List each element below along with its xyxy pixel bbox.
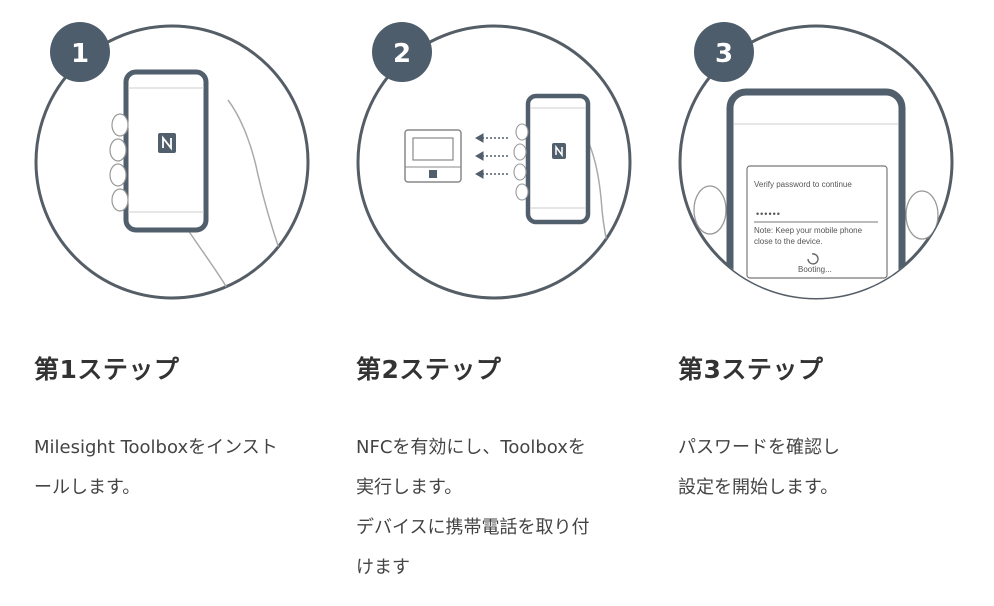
description-line: Milesight Toolboxをインスト xyxy=(34,437,278,458)
step-badge: 3 xyxy=(694,22,754,82)
step-1-illustration: 1 xyxy=(34,22,310,300)
step-description: パスワードを確認し 設定を開始します。 xyxy=(678,428,978,508)
step-2-illustration: 2 xyxy=(356,22,632,300)
nfc-icon xyxy=(158,133,176,153)
step-title: 第2ステップ xyxy=(356,355,502,384)
step-description: NFCを有効にし、Toolboxを 実行します。 デバイスに携帯電話を取り付 け… xyxy=(356,428,656,588)
arrow-icon xyxy=(474,133,510,179)
password-dialog: Verify password to continue •••••• Note:… xyxy=(746,165,888,279)
dialog-prompt: Verify password to continue xyxy=(754,180,852,189)
step-title: 第3ステップ xyxy=(678,355,824,384)
password-field: •••••• xyxy=(756,209,781,219)
description-line: NFCを有効にし、Toolboxを xyxy=(356,437,586,458)
dialog-note: Note: Keep your mobile phone xyxy=(754,226,863,235)
step-badge: 1 xyxy=(50,22,110,82)
device-icon xyxy=(404,129,462,183)
step-1: 1 第1ステップ Milesight Toolboxをインスト ールします。 xyxy=(28,0,348,606)
spinner-icon xyxy=(807,253,819,265)
description-line: パスワードを確認し xyxy=(678,437,840,458)
description-line: 実行します。 xyxy=(356,477,463,498)
step-3-illustration: Verify password to continue •••••• Note:… xyxy=(678,22,954,300)
nfc-icon xyxy=(552,143,566,159)
description-line: けます xyxy=(356,557,410,578)
svg-text:1: 1 xyxy=(71,39,89,69)
description-line: 設定を開始します。 xyxy=(678,477,839,498)
step-badge: 2 xyxy=(372,22,432,82)
step-description: Milesight Toolboxをインスト ールします。 xyxy=(34,428,334,508)
description-line: ールします。 xyxy=(34,477,141,498)
dialog-note: close to the device. xyxy=(754,237,822,246)
step-title: 第1ステップ xyxy=(34,355,180,384)
description-line: デバイスに携帯電話を取り付 xyxy=(356,517,590,538)
step-3: Verify password to continue •••••• Note:… xyxy=(672,0,992,606)
svg-text:3: 3 xyxy=(715,39,733,69)
booting-status: Booting... xyxy=(798,265,832,274)
svg-text:2: 2 xyxy=(393,39,411,69)
step-2: 2 第2ステップ NFCを有効にし、Toolboxを 実行します。 デバイスに携… xyxy=(350,0,670,606)
